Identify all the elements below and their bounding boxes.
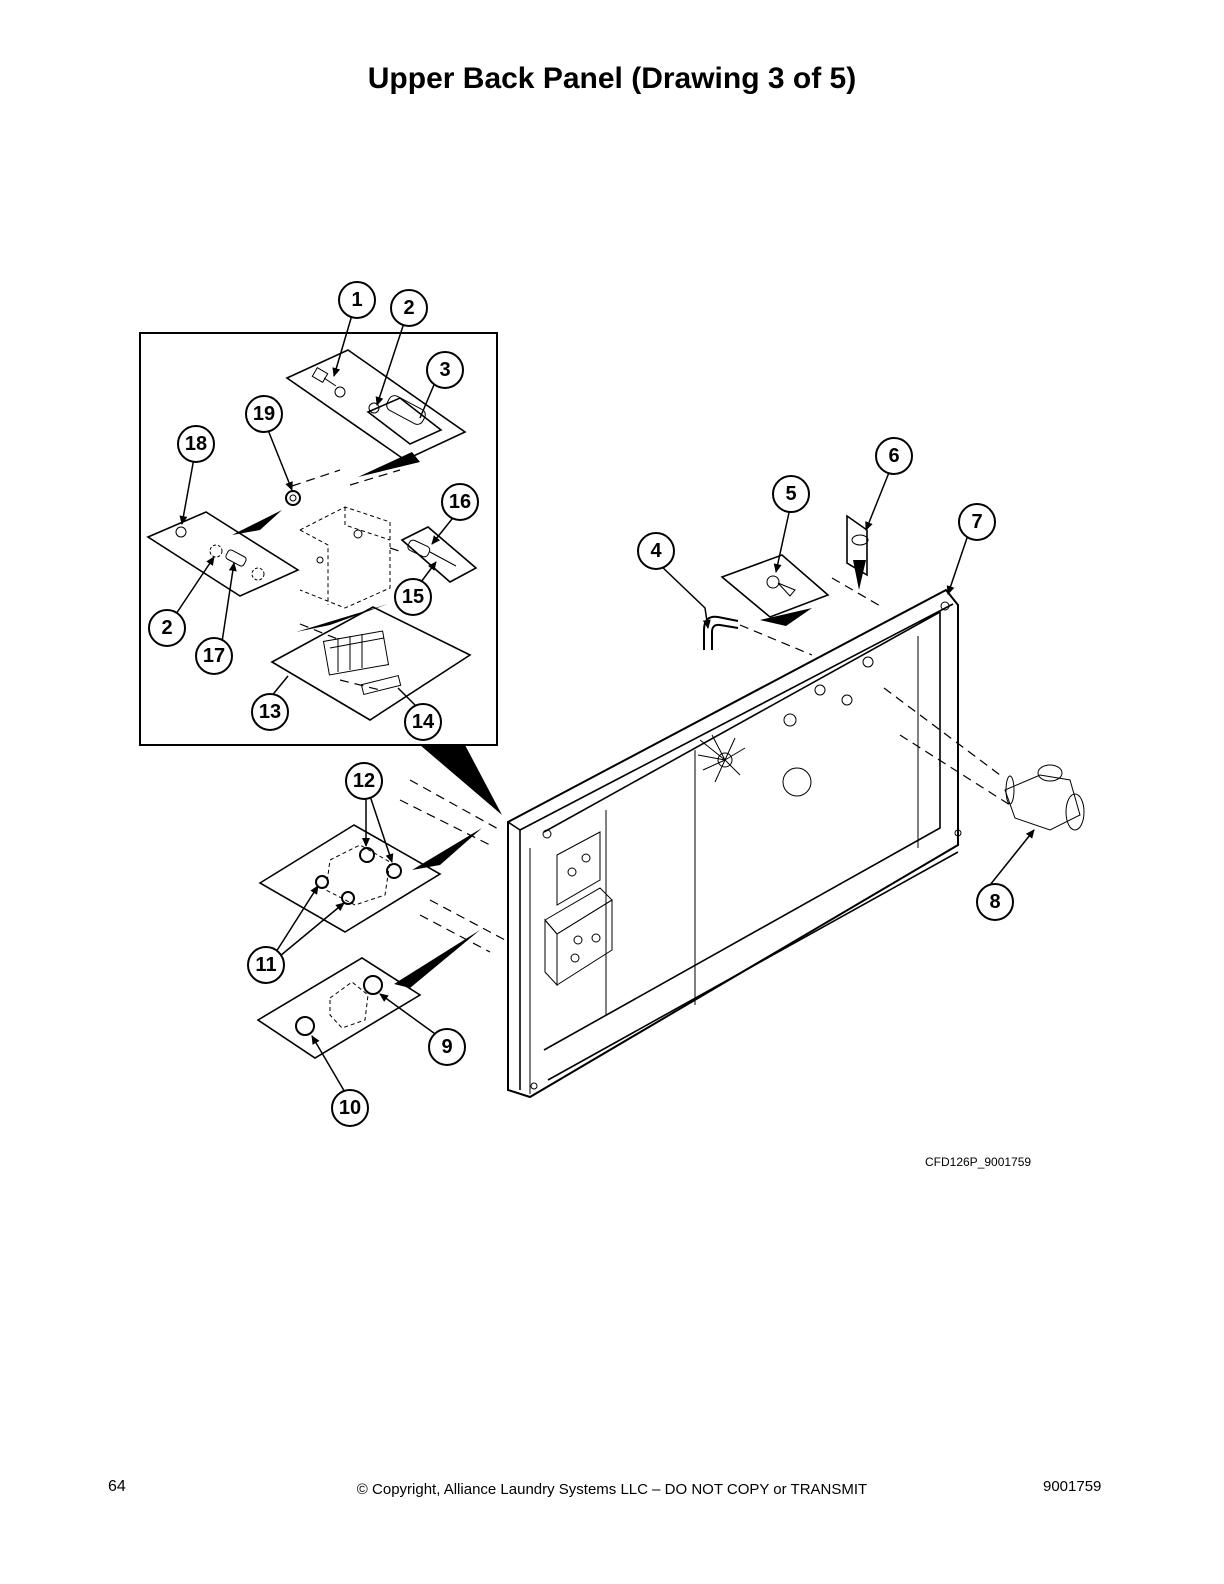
svg-text:2: 2 [161, 617, 172, 639]
page-title: Upper Back Panel (Drawing 3 of 5) [367, 62, 857, 95]
callout-8: 8 [976, 883, 1014, 921]
callout-19: 19 [245, 395, 283, 433]
svg-text:7: 7 [971, 511, 982, 533]
elbow-hose [703, 615, 739, 650]
svg-text:2: 2 [403, 297, 414, 319]
mounting-bracket [299, 506, 391, 609]
callout-17: 17 [195, 637, 233, 675]
page-number: 64 [108, 1478, 126, 1495]
callout-15: 15 [394, 578, 432, 616]
callout-11: 11 [247, 946, 285, 984]
svg-text:18: 18 [185, 433, 207, 455]
svg-text:14: 14 [412, 711, 435, 733]
svg-text:3: 3 [439, 359, 450, 381]
svg-text:11: 11 [255, 954, 276, 976]
svg-text:4: 4 [650, 540, 662, 562]
callout-9: 9 [428, 1028, 466, 1066]
callout-1: 1 [338, 281, 376, 319]
svg-text:17: 17 [203, 645, 225, 667]
svg-text:19: 19 [253, 403, 275, 425]
callout-2b: 2 [148, 609, 186, 647]
callout-12: 12 [345, 762, 383, 800]
svg-text:13: 13 [259, 701, 281, 723]
svg-text:12: 12 [353, 770, 375, 792]
inlet-fitting [1004, 764, 1085, 831]
bushing-plate-upper [258, 824, 482, 933]
copyright-notice: © Copyright, Alliance Laundry Systems LL… [356, 1481, 868, 1498]
svg-text:10: 10 [339, 1097, 361, 1119]
figure-code: CFD126P_9001759 [925, 1155, 1032, 1169]
callout-6: 6 [875, 437, 913, 475]
callout-7: 7 [958, 503, 996, 541]
callout-18: 18 [177, 425, 215, 463]
callout-10: 10 [331, 1089, 369, 1127]
svg-text:5: 5 [785, 483, 796, 505]
bushing-plate-lower [256, 930, 480, 1059]
callout-3: 3 [426, 351, 464, 389]
panel-box-bracket [544, 831, 613, 987]
screw-part [311, 366, 426, 425]
svg-text:8: 8 [989, 891, 1000, 913]
document-number: 9001759 [1043, 1478, 1102, 1495]
callout-14: 14 [404, 703, 442, 741]
svg-text:15: 15 [402, 586, 424, 608]
svg-text:16: 16 [449, 491, 471, 513]
detail-inset-box [139, 332, 502, 815]
callout-5: 5 [772, 475, 810, 513]
callout-13: 13 [251, 693, 289, 731]
callout-16: 16 [441, 483, 479, 521]
svg-text:9: 9 [441, 1036, 452, 1058]
back-panel [507, 588, 962, 1099]
callout-4: 4 [637, 532, 675, 570]
callout-2: 2 [390, 289, 428, 327]
svg-text:6: 6 [888, 445, 899, 467]
svg-text:1: 1 [351, 289, 362, 311]
